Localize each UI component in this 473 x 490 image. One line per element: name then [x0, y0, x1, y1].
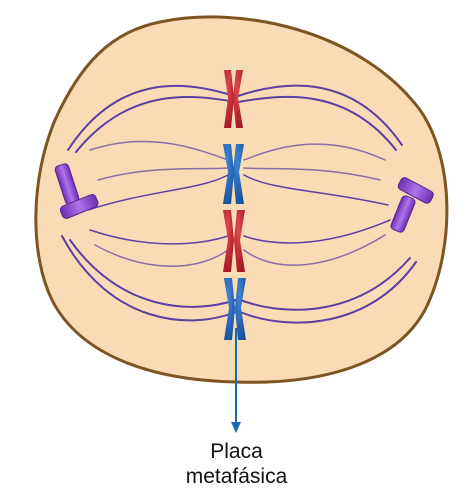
- metaphase-plate-label-line-1: Placa: [210, 440, 263, 463]
- chromosome-red-1: [224, 70, 243, 128]
- arrow-to-label: [231, 328, 241, 433]
- chromosome-blue-2: [224, 278, 246, 340]
- centriole-left: [54, 163, 99, 219]
- metaphase-plate-label-line-2: metafásica: [185, 465, 288, 488]
- chromosome-blue-1: [223, 144, 244, 204]
- chromosome-red-2: [223, 210, 245, 272]
- centriole-right: [390, 177, 434, 233]
- spindle-fibers: [61, 84, 417, 324]
